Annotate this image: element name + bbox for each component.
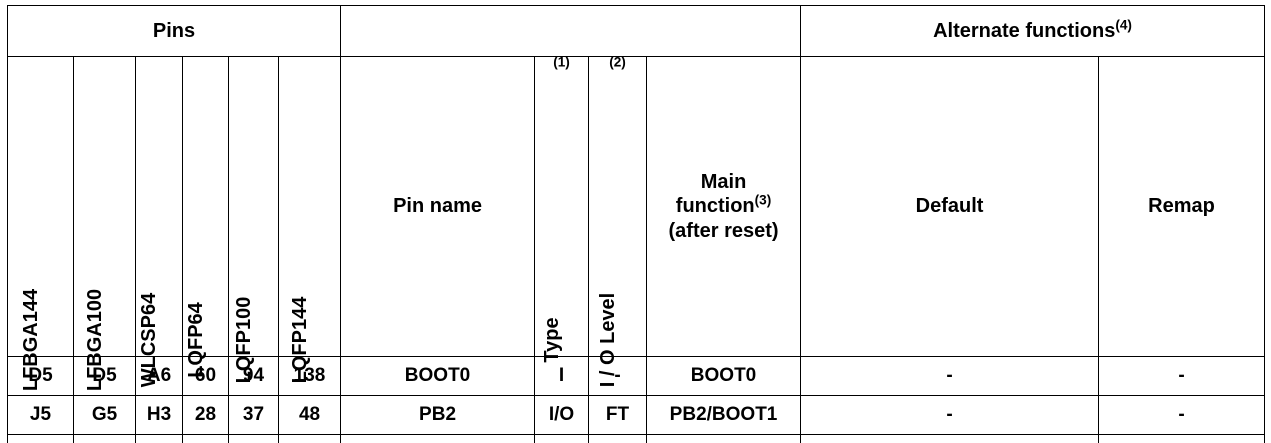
cell-pin-name: PB2 (340, 395, 536, 435)
cell-lqfp100: 37 (228, 395, 279, 435)
main-function-line-3: (after reset) (668, 219, 779, 242)
column-header-io-level: I / O Level (2) (588, 54, 648, 387)
cell-alt-default: - (800, 395, 1100, 435)
footnote-marker-3: (3) (754, 192, 772, 208)
column-header-io-level-label: I / O Level (596, 292, 619, 388)
cell-alt-remap: - (1098, 356, 1266, 396)
column-header-lfbga100-label: LFBGA100 (83, 288, 106, 392)
column-header-pin-name: Pin name (340, 56, 536, 357)
column-header-lfbga144: LFBGA144 (7, 56, 74, 391)
column-header-pin-name-label: Pin name (393, 195, 482, 217)
column-header-lqfp100: LQFP100 (228, 56, 279, 384)
cell-type (534, 434, 590, 443)
footnote-marker-2: (2) (609, 54, 626, 70)
cell-lqfp144 (277, 434, 342, 443)
cell-lqfp64: 60 (182, 356, 229, 396)
table-column-header-row: LFBGA144 LFBGA100 WLCSP64 LQFP64 (7, 54, 1266, 391)
table-group-header-row: Pins Alternate functions(4) (6, 5, 1266, 57)
column-header-lfbga144-rotated: LFBGA144 (8, 57, 73, 391)
cell-main-function (646, 434, 802, 443)
cell-io-level: - (588, 356, 648, 396)
column-header-lfbga100-rotated: LFBGA100 (74, 57, 135, 391)
column-header-wlcsp64-rotated: WLCSP64 (136, 57, 182, 387)
pin-definitions-table: Pins Alternate functions(4) LFBGA144 LFB… (6, 5, 1266, 443)
cell-pin-name: BOOT0 (340, 356, 536, 396)
table-row: D5 D5 A6 60 94 138 BOOT0 I - BOOT0 - - (7, 356, 1266, 396)
column-header-lqfp100-rotated: LQFP100 (229, 57, 278, 384)
group-header-alternate-functions-label: Alternate functions (933, 19, 1116, 42)
column-header-lqfp64-rotated: LQFP64 (183, 57, 228, 378)
cell-type: I/O (534, 395, 590, 435)
main-function-line-1: Main (700, 170, 747, 193)
column-header-lfbga144-label: LFBGA144 (19, 288, 42, 392)
cell-io-level (588, 434, 648, 443)
cell-wlcsp64 (135, 434, 183, 443)
footnote-marker-1: (1) (553, 54, 570, 70)
column-header-alt-default-label: Default (915, 195, 984, 217)
cell-lqfp144: 48 (277, 395, 342, 435)
cell-lfbga144: D5 (7, 356, 74, 396)
cell-alt-remap (1098, 434, 1266, 443)
cell-wlcsp64: H3 (135, 395, 183, 435)
cell-lfbga144 (7, 434, 74, 443)
cell-main-function: PB2/BOOT1 (646, 395, 802, 435)
column-header-lqfp100-label: LQFP100 (232, 296, 255, 384)
cell-lfbga144: J5 (7, 395, 74, 435)
column-header-main-function-block: Main function(3) (after reset) (647, 170, 800, 243)
cell-lqfp64 (182, 434, 229, 443)
column-header-wlcsp64-label: WLCSP64 (138, 292, 160, 388)
cell-main-function: BOOT0 (646, 356, 802, 396)
cell-alt-remap: - (1098, 395, 1266, 435)
table-row (7, 434, 1266, 443)
cell-io-level: FT (588, 395, 648, 435)
column-header-alt-remap: Remap (1098, 56, 1266, 357)
cell-pin-name (340, 434, 536, 443)
cell-alt-default (800, 434, 1100, 443)
column-header-main-function: Main function(3) (after reset) (646, 56, 802, 357)
cell-lfbga100: G5 (73, 395, 136, 435)
column-header-type: Type (1) (534, 54, 590, 363)
column-header-lqfp64-label: LQFP64 (184, 302, 207, 378)
column-header-type-label: Type (540, 317, 563, 363)
column-header-lqfp144: LQFP144 (277, 56, 342, 384)
cell-lfbga100 (73, 434, 136, 443)
column-header-type-rotated: Type (1) (535, 54, 588, 363)
column-header-lqfp64: LQFP64 (182, 56, 229, 378)
cell-alt-default: - (800, 356, 1100, 396)
group-header-alternate-functions: Alternate functions(4) (800, 5, 1266, 57)
column-header-lqfp144-label: LQFP144 (288, 296, 311, 384)
main-function-line-2: function (675, 195, 755, 218)
column-header-wlcsp64: WLCSP64 (135, 56, 183, 387)
cell-lqfp100 (228, 434, 279, 443)
column-header-alt-remap-label: Remap (1148, 195, 1215, 217)
footnote-marker-4: (4) (1115, 16, 1132, 32)
column-header-io-level-rotated: I / O Level (2) (589, 54, 646, 387)
group-header-spacer (340, 5, 802, 57)
cell-lfbga100: D5 (73, 356, 136, 396)
column-header-alt-default: Default (800, 56, 1100, 357)
cell-lqfp64: 28 (182, 395, 229, 435)
table-row: J5 G5 H3 28 37 48 PB2 I/O FT PB2/BOOT1 -… (7, 395, 1266, 435)
group-header-pins-label: Pins (152, 19, 196, 42)
group-header-pins: Pins (6, 5, 342, 57)
column-header-lfbga100: LFBGA100 (73, 56, 136, 391)
column-header-lqfp144-rotated: LQFP144 (279, 57, 340, 384)
cell-wlcsp64: A6 (135, 356, 183, 396)
